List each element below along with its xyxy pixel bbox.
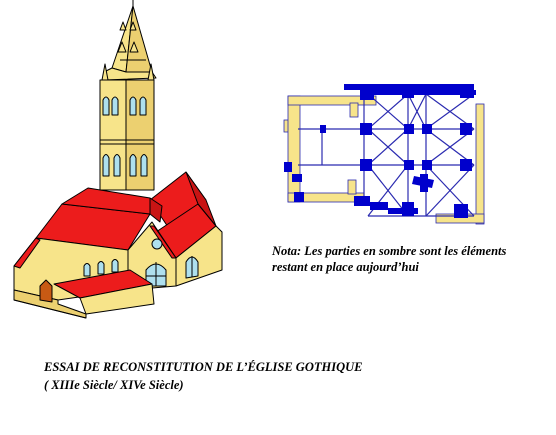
central-gable	[127, 221, 177, 291]
nave-roof	[35, 187, 163, 251]
floor-plan	[283, 84, 485, 225]
plan-remaining-elements	[284, 84, 476, 218]
spire	[101, 0, 157, 81]
church-reconstruction	[13, 0, 223, 319]
choir-roof	[149, 171, 217, 259]
plan-note: Nota: Les parties en sombre sont les élé…	[272, 244, 507, 274]
belfry-tower	[99, 79, 155, 191]
west-facade	[13, 279, 87, 319]
aisle-roof	[53, 269, 155, 315]
right-gable	[175, 225, 223, 287]
caption-subtitle: ( XIIIe Siècle/ XIVe Siècle)	[44, 378, 184, 392]
caption-title: ESSAI DE RECONSTITUTION DE L’ÉGLISE GOTH…	[44, 360, 363, 374]
